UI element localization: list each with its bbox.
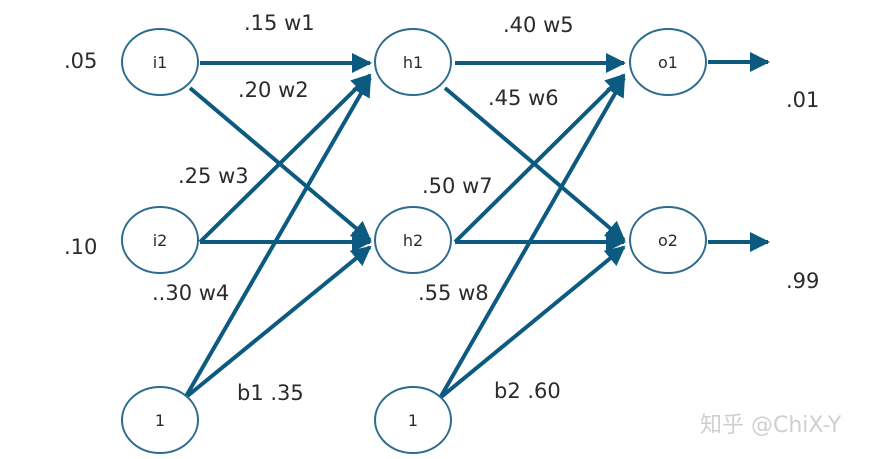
edge-b2-o2	[438, 245, 626, 400]
weight-w7-label: .50 w7	[422, 174, 493, 198]
node-o1-label: o1	[658, 53, 678, 72]
edges	[183, 52, 770, 400]
edge-b2-o1	[438, 76, 626, 399]
weight-w6-label: .45 w6	[488, 86, 559, 110]
weight-w5-label: .40 w5	[503, 13, 574, 37]
node-i2-label: i2	[153, 231, 168, 250]
edge-b1-h1	[183, 76, 372, 400]
bias-b2-label: b2 .60	[494, 379, 561, 403]
node-b2	[374, 386, 452, 454]
input-i2-value: .10	[64, 235, 97, 259]
target-o2-value: .99	[786, 269, 819, 293]
node-i2	[121, 206, 199, 274]
node-b1	[121, 386, 199, 454]
node-o2-label: o2	[658, 231, 678, 250]
node-b2-label: 1	[408, 411, 418, 430]
weight-w2-label: .20 w2	[238, 78, 309, 102]
node-h2-label: h2	[403, 231, 423, 250]
node-h2	[374, 206, 452, 274]
target-o1-value: .01	[786, 88, 819, 112]
weight-w8-label: .55 w8	[418, 281, 489, 305]
input-i1-value: .05	[64, 49, 97, 73]
edge-h2-o1	[453, 73, 626, 244]
edge-i2-h1	[198, 73, 372, 244]
node-o1	[629, 28, 707, 96]
node-b1-label: 1	[155, 411, 165, 430]
weight-w3-label: .25 w3	[178, 164, 249, 188]
weight-w4-label: ..30 w4	[152, 281, 229, 305]
edge-b1-h2	[183, 245, 372, 400]
watermark: 知乎 @ChiX-Y	[700, 413, 842, 438]
node-i1-label: i1	[153, 53, 168, 72]
node-h1-label: h1	[403, 53, 423, 72]
node-i1	[121, 28, 199, 96]
weight-w1-label: .15 w1	[244, 11, 315, 35]
bias-b1-label: b1 .35	[237, 381, 304, 405]
node-h1	[374, 28, 452, 96]
node-o2	[629, 206, 707, 274]
